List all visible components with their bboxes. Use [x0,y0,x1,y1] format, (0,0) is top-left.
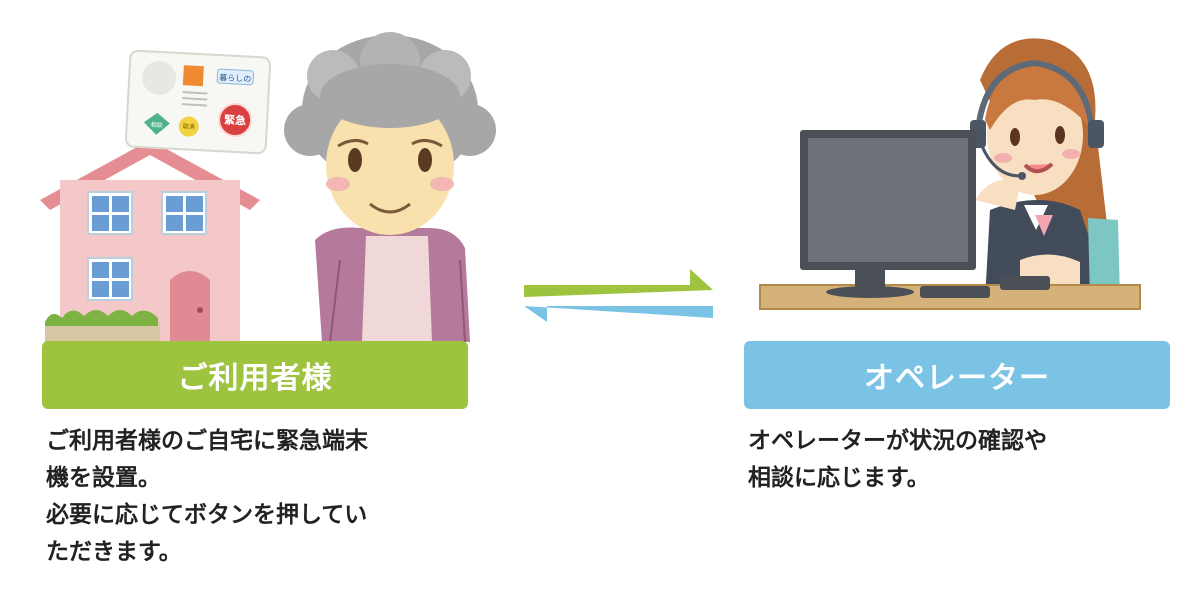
device-emergency-button-label: 緊急 [224,112,247,127]
house-illustration [40,140,260,342]
operator-description: オペレーターが状況の確認や 相談に応じます。 [748,428,1047,491]
operator-label: オペレーター [744,341,1170,409]
user-label: ご利用者様 [42,341,468,409]
operator-illustration [759,38,1141,310]
arrow-right-icon [524,269,713,297]
emergency-terminal-device: 暮らしの 緊急 相談 取消 [124,49,272,155]
device-button-left-label: 相談 [151,121,163,130]
exchange-arrows [524,269,713,322]
device-button-mid-label: 取消 [182,122,194,131]
arrow-left-icon [524,306,713,322]
elderly-user-illustration [284,32,496,343]
device-brand-label: 暮らしの [219,72,251,84]
user-description: ご利用者様のご自宅に緊急端末 機を設置。 必要に応じてボタンを押してい ただきま… [46,428,368,565]
